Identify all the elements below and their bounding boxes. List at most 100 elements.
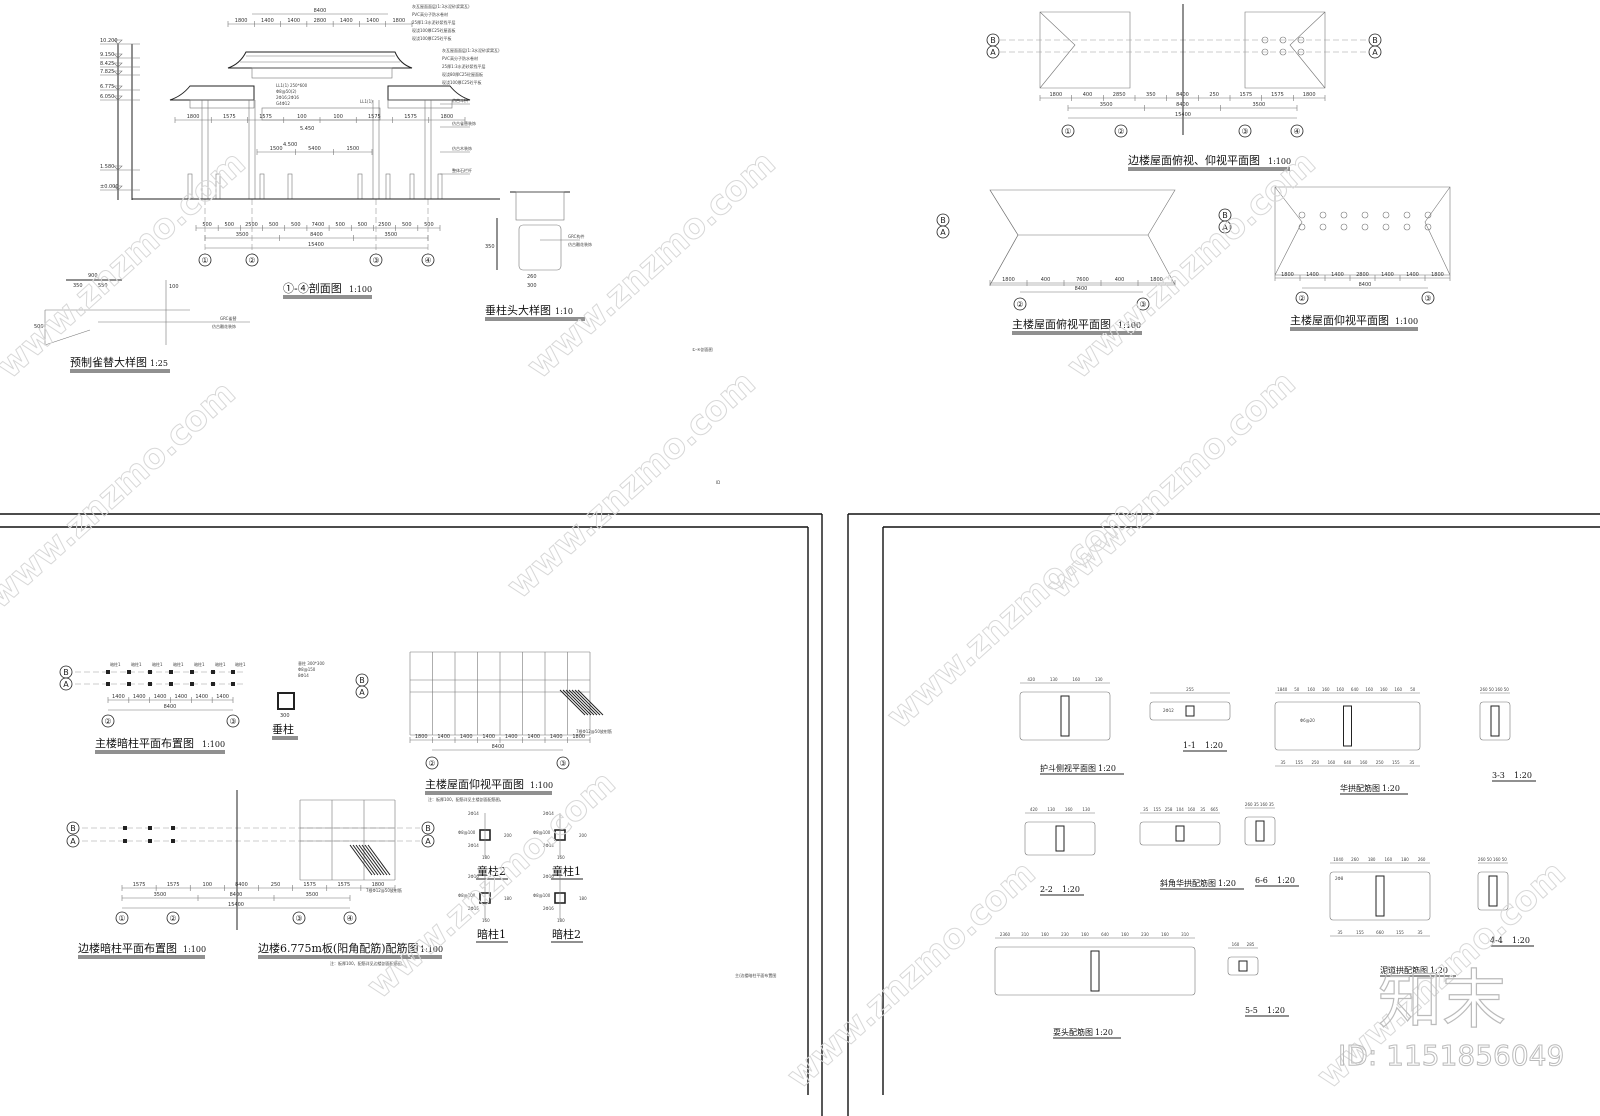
dim-h: 200 bbox=[579, 833, 587, 838]
detail-dimension: 255 bbox=[1186, 687, 1194, 692]
detail-dimension: 35 bbox=[1337, 930, 1343, 935]
grid-axis-bubble bbox=[245, 253, 259, 267]
grid-axis-label: A bbox=[990, 48, 996, 57]
dimension-label: 3500 bbox=[1100, 102, 1113, 108]
detail-title: 6-6 bbox=[1255, 876, 1268, 885]
dimension-label: 1400 bbox=[1406, 272, 1419, 278]
detail-dimension: 160 bbox=[1072, 677, 1080, 682]
grid-axis-bubble bbox=[101, 714, 115, 728]
rebar-cage bbox=[1175, 825, 1185, 842]
detail-title: 2-2 bbox=[1040, 885, 1053, 894]
grid-axis-bubble bbox=[421, 821, 435, 835]
dimension-label: 3500 bbox=[154, 892, 167, 898]
hidden-column-mark bbox=[148, 839, 152, 843]
roof-layer-note: 25厚1:3水泥砂浆找平层 bbox=[412, 19, 456, 25]
grid-axis-label: B bbox=[359, 676, 365, 685]
dimension-label: 1400 bbox=[482, 734, 495, 740]
detail-dimension: 130 bbox=[1095, 677, 1103, 682]
grid-axis-label: ② bbox=[248, 256, 255, 265]
detail-dimension: 180 bbox=[1401, 857, 1409, 862]
detail-dimension: 50 bbox=[1294, 687, 1300, 692]
pendant-col-note: Φ8@150 bbox=[298, 667, 316, 672]
dimension-label: 1400 bbox=[527, 734, 540, 740]
detail-title: 耍头配筋图 bbox=[1053, 1027, 1093, 1037]
grid-axis-bubble bbox=[355, 685, 369, 699]
baluster bbox=[357, 173, 363, 200]
detail-scale: 1:20 bbox=[1218, 879, 1236, 888]
sheet-label: 主/边楼暗柱平面布置图 bbox=[735, 972, 776, 978]
watermark-text: www.znzmo.com bbox=[0, 143, 253, 386]
dimension-label: 400 bbox=[1041, 277, 1051, 283]
detail-dimension: 50 bbox=[1502, 857, 1508, 862]
dimension-label: 500 bbox=[335, 222, 345, 228]
bracket-node bbox=[1279, 48, 1287, 56]
hidden-column-mark bbox=[148, 682, 152, 686]
side-slab-rebar-note: 7根Φ12@50放射筋 bbox=[366, 887, 402, 893]
detail-dimension: 160 bbox=[1161, 932, 1169, 937]
detail-title: 华拱配筋图 bbox=[1340, 783, 1380, 793]
rebar-bottom: 2Φ14 bbox=[468, 843, 479, 848]
dimension-label: 1500 bbox=[346, 146, 359, 152]
column-title: 童柱2 bbox=[477, 864, 506, 878]
detail-dimension: 160 bbox=[1322, 687, 1330, 692]
hidden-column-mark bbox=[211, 670, 215, 674]
bracket-node bbox=[1382, 223, 1390, 231]
detail-dimension: 160 bbox=[1121, 932, 1129, 937]
detail-dimension: 130 bbox=[1082, 807, 1090, 812]
detail-dimension: 160 bbox=[1065, 807, 1073, 812]
grid-axis-bubble bbox=[59, 677, 73, 691]
detail-dimension: 35 bbox=[1269, 802, 1275, 807]
column-title: 童柱1 bbox=[552, 864, 581, 878]
detail-dimension: 2360 bbox=[1000, 932, 1011, 937]
small-drawing-label: ①-④剖面图 bbox=[692, 346, 713, 352]
dimension-label: 8400 bbox=[1176, 92, 1189, 98]
bracket-detail: 900 350 550 100 GRC雀替 仿古雕花装饰 500 预制雀替大样图… bbox=[34, 273, 250, 373]
component-note: 仿古雀替装饰 bbox=[452, 120, 476, 126]
dimension-label: 1575 bbox=[259, 114, 272, 120]
detail-dimension: 50 bbox=[1487, 857, 1493, 862]
grid-axis-bubble bbox=[1218, 220, 1232, 234]
detail-scale: 1:20 bbox=[1277, 876, 1295, 885]
detail-dimension: 230 bbox=[1061, 932, 1069, 937]
detail-scale: 1:20 bbox=[1062, 885, 1080, 894]
bracket-node bbox=[1361, 211, 1369, 219]
rebar-cage bbox=[1185, 705, 1195, 717]
elevation-value: ±0.000 bbox=[100, 184, 119, 190]
detail-dimension: 420 bbox=[1030, 807, 1038, 812]
detail-title: 4-4 bbox=[1490, 936, 1503, 945]
detail-dimension: 260 bbox=[1245, 802, 1253, 807]
detail-dimension: 180 bbox=[1368, 857, 1376, 862]
detail-dimension: 35 bbox=[1200, 807, 1206, 812]
dimension-label: 500 bbox=[224, 222, 234, 228]
elevation-triangle bbox=[113, 185, 123, 191]
baluster bbox=[385, 173, 391, 200]
grid-axis-label: ④ bbox=[424, 256, 431, 265]
dimension-label: 8400 bbox=[1176, 102, 1189, 108]
detail-outline bbox=[1274, 701, 1421, 751]
column-title: 暗柱1 bbox=[477, 927, 506, 941]
pendant-scale: 1:10 bbox=[555, 307, 573, 316]
detail-dimension: 160 bbox=[1385, 857, 1393, 862]
dimension-label: 500 bbox=[269, 222, 279, 228]
rebar-cage bbox=[1488, 875, 1498, 907]
component-note: 仿古斗拱 bbox=[452, 97, 468, 103]
grid-axis-bubble bbox=[369, 253, 383, 267]
main-roof-under-note: 注：板厚100，配筋详见主楼剖面配筋图。 bbox=[428, 796, 504, 802]
detail-dimension: 640 bbox=[1344, 760, 1352, 765]
grid-axis-label: ④ bbox=[346, 914, 353, 923]
hidden-column-tag: 暗柱1 bbox=[194, 661, 205, 667]
hidden-column-mark bbox=[231, 682, 235, 686]
bracket-dim: 100 bbox=[169, 284, 179, 290]
detail-scale: 1:20 bbox=[1382, 784, 1400, 793]
sheet-frames bbox=[0, 513, 1600, 1116]
detail-dimension: 160 bbox=[1493, 857, 1501, 862]
bracket-node bbox=[1424, 211, 1432, 219]
detail-dimension: 160 bbox=[1307, 687, 1315, 692]
side-hidden-cols-scale: 1:100 bbox=[183, 945, 206, 954]
